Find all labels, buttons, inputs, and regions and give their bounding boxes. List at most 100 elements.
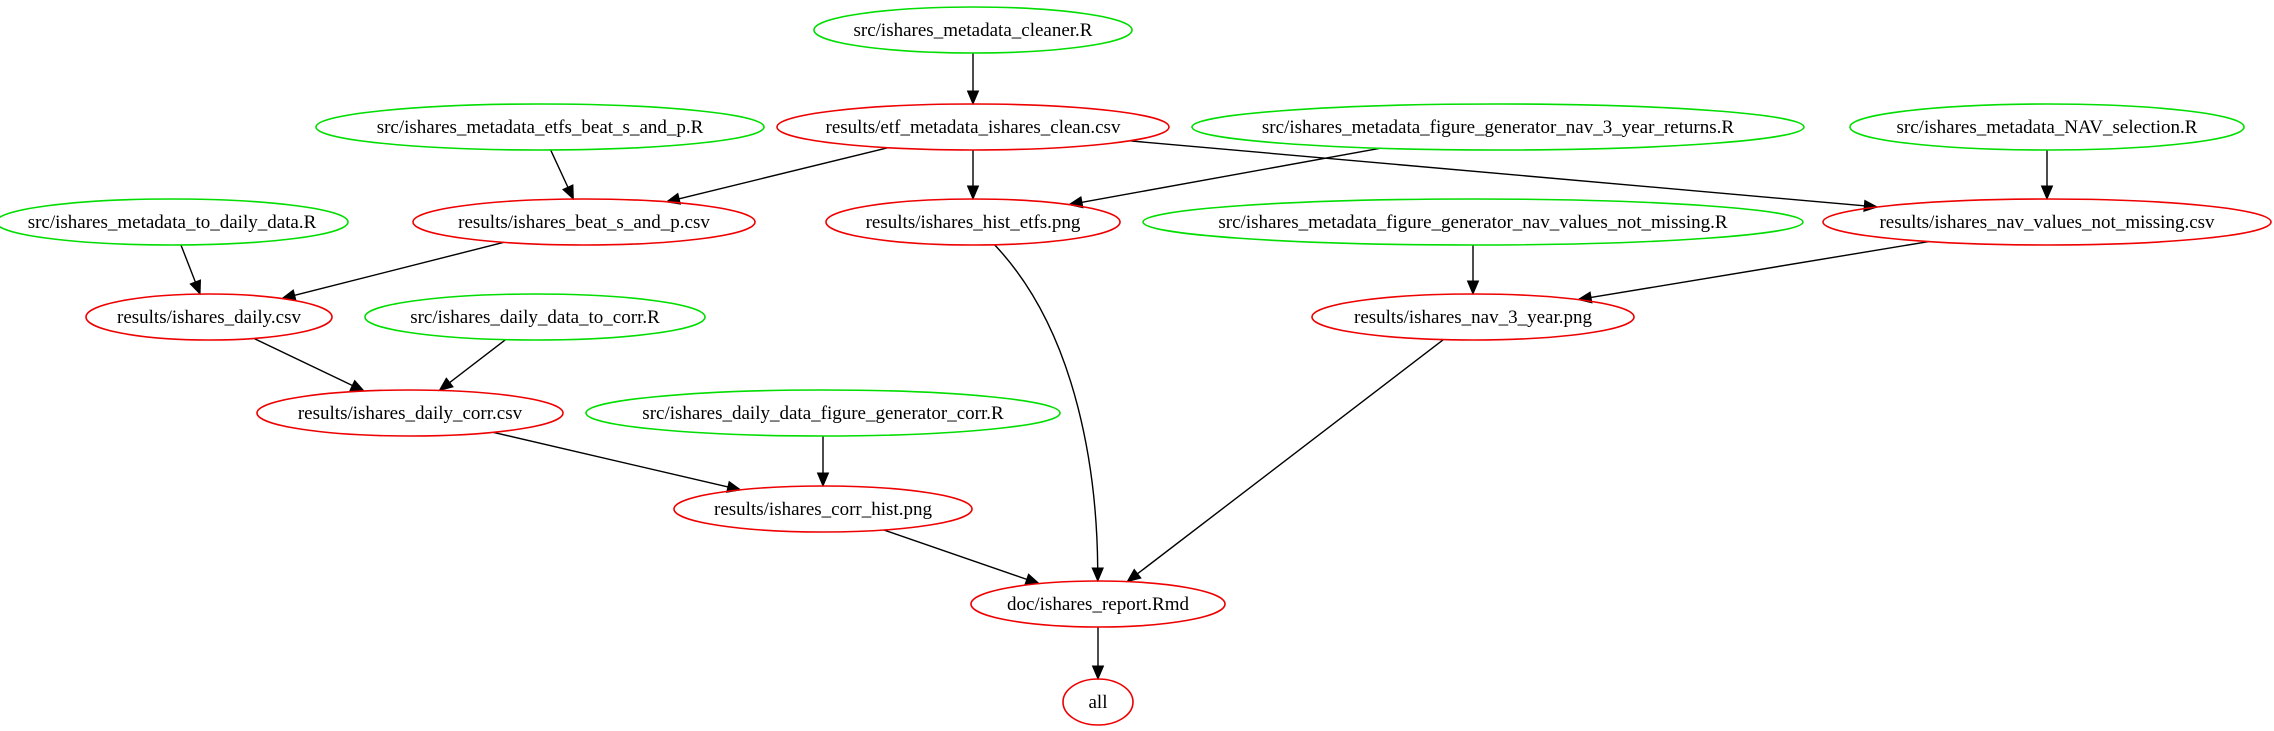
target-node-ellipse xyxy=(776,103,1170,151)
edge-line xyxy=(678,147,889,200)
source-node-ellipse xyxy=(364,293,706,341)
target-node-ellipse xyxy=(970,580,1226,628)
node-label: results/ishares_nav_values_not_missing.c… xyxy=(1879,212,2215,233)
source-node-ellipse xyxy=(1142,198,1804,246)
node-label: results/ishares_nav_3_year.png xyxy=(1354,307,1592,328)
target-node-ellipse xyxy=(1311,293,1635,341)
source-node-ellipse xyxy=(0,198,349,246)
node-label: src/ishares_daily_data_to_corr.R xyxy=(410,307,660,328)
nodes-layer: src/ishares_metadata_cleaner.R results/et… xyxy=(0,6,2272,726)
arrowhead-icon xyxy=(1126,568,1142,583)
edge-line xyxy=(253,337,353,387)
node-navsel-src: src/ishares_metadata_NAV_selection.R xyxy=(1849,103,2245,151)
node-label: src/ishares_metadata_etfs_beat_s_and_p.R xyxy=(377,117,704,138)
node-label: results/ishares_daily_corr.csv xyxy=(298,403,523,424)
edge-beat_csv-to-daily_csv xyxy=(280,241,504,302)
edge-hist_etfs-to-report xyxy=(994,244,1104,583)
target-node-ellipse xyxy=(1822,198,2272,246)
arrowhead-icon xyxy=(966,185,980,201)
edge-corr_csv-to-corrhist_png xyxy=(492,431,742,493)
node-label: src/ishares_metadata_figure_generator_na… xyxy=(1262,117,1734,138)
node-hist-etfs: results/ishares_hist_etfs.png xyxy=(825,198,1121,246)
node-fig3y-src: src/ishares_metadata_figure_generator_na… xyxy=(1191,103,1805,151)
arrowhead-icon xyxy=(1091,567,1104,583)
arrowhead-icon xyxy=(562,184,574,201)
arrowhead-icon xyxy=(2040,185,2054,201)
edge-line xyxy=(180,244,197,283)
arrowhead-icon xyxy=(1466,280,1480,296)
edge-report-to-all xyxy=(1091,627,1105,681)
node-label: results/etf_metadata_ishares_clean.csv xyxy=(826,117,1121,138)
target-node-ellipse xyxy=(85,293,333,341)
node-figmiss-src: src/ishares_metadata_figure_generator_na… xyxy=(1142,198,1804,246)
edge-line xyxy=(449,339,506,384)
edge-beat_src-to-beat_csv xyxy=(550,149,574,201)
arrowhead-icon xyxy=(189,279,201,296)
node-corr-csv: results/ishares_daily_corr.csv xyxy=(256,389,564,437)
arrowhead-icon xyxy=(438,377,454,392)
arrowhead-icon xyxy=(816,472,830,488)
arrowhead-icon xyxy=(966,90,980,106)
edge-nav3y_png-to-report xyxy=(1126,339,1444,583)
edge-clean_csv-to-hist_etfs xyxy=(966,150,980,201)
edge-line xyxy=(1137,339,1444,575)
edge-line xyxy=(994,244,1099,569)
edge-line xyxy=(883,529,1027,581)
source-node-ellipse xyxy=(813,6,1133,54)
node-label: src/ishares_daily_data_figure_generator_… xyxy=(642,403,1004,424)
edge-line xyxy=(492,431,729,488)
node-corr-src: src/ishares_daily_data_to_corr.R xyxy=(364,293,706,341)
arrowhead-icon xyxy=(1863,199,1879,213)
edge-daily_src-to-daily_csv xyxy=(180,244,201,296)
edges-layer xyxy=(180,53,2054,681)
edge-line xyxy=(550,149,569,188)
edge-clean_csv-to-beat_csv xyxy=(665,147,889,205)
node-corrhist-png: results/ishares_corr_hist.png xyxy=(673,485,973,533)
source-node-ellipse xyxy=(1849,103,2245,151)
node-report: doc/ishares_report.Rmd xyxy=(970,580,1226,628)
edge-line xyxy=(1590,240,1930,299)
node-cleaner: src/ishares_metadata_cleaner.R xyxy=(813,6,1133,54)
node-label: src/ishares_metadata_to_daily_data.R xyxy=(28,212,317,233)
arrowhead-icon xyxy=(349,379,366,392)
edge-figcorr_src-to-corrhist_png xyxy=(816,436,830,488)
edge-figmiss_src-to-nav3y_png xyxy=(1466,245,1480,296)
edge-navsel_src-to-navmiss_csv xyxy=(2040,150,2054,201)
node-label: src/ishares_metadata_NAV_selection.R xyxy=(1897,117,2198,138)
edge-corrhist_png-to-report xyxy=(883,529,1041,586)
node-label: results/ishares_corr_hist.png xyxy=(714,499,932,520)
edge-line xyxy=(294,241,504,296)
node-beat-csv: results/ishares_beat_s_and_p.csv xyxy=(412,198,756,246)
target-node-ellipse xyxy=(825,198,1121,246)
node-label: results/ishares_beat_s_and_p.csv xyxy=(458,212,710,233)
node-all: all xyxy=(1062,678,1134,726)
target-node-ellipse xyxy=(1062,678,1134,726)
node-label: all xyxy=(1089,692,1108,713)
source-node-ellipse xyxy=(315,103,765,151)
target-node-ellipse xyxy=(256,389,564,437)
node-label: results/ishares_daily.csv xyxy=(117,307,301,328)
edge-clean_csv-to-navmiss_csv xyxy=(1129,140,1879,213)
edge-navmiss_csv-to-nav3y_png xyxy=(1576,240,1930,304)
source-node-ellipse xyxy=(1191,103,1805,151)
edge-corr_src-to-corr_csv xyxy=(438,339,506,392)
node-daily-csv: results/ishares_daily.csv xyxy=(85,293,333,341)
source-node-ellipse xyxy=(585,389,1061,437)
node-nav3y-png: results/ishares_nav_3_year.png xyxy=(1311,293,1635,341)
node-navmiss-csv: results/ishares_nav_values_not_missing.c… xyxy=(1822,198,2272,246)
node-clean-csv: results/etf_metadata_ishares_clean.csv xyxy=(776,103,1170,151)
node-beat-src: src/ishares_metadata_etfs_beat_s_and_p.R xyxy=(315,103,765,151)
node-daily-src: src/ishares_metadata_to_daily_data.R xyxy=(0,198,349,246)
node-figcorr-src: src/ishares_daily_data_figure_generator_… xyxy=(585,389,1061,437)
node-label: src/ishares_metadata_cleaner.R xyxy=(854,20,1093,41)
target-node-ellipse xyxy=(412,198,756,246)
edge-cleaner-to-clean_csv xyxy=(966,53,980,106)
node-label: results/ishares_hist_etfs.png xyxy=(866,212,1081,233)
edge-line xyxy=(1129,140,1865,207)
edge-line xyxy=(1081,147,1381,203)
node-label: doc/ishares_report.Rmd xyxy=(1007,594,1190,615)
edge-fig3y_src-to-hist_etfs xyxy=(1067,147,1381,209)
node-label: src/ishares_metadata_figure_generator_na… xyxy=(1218,212,1727,233)
arrowhead-icon xyxy=(1091,665,1105,681)
